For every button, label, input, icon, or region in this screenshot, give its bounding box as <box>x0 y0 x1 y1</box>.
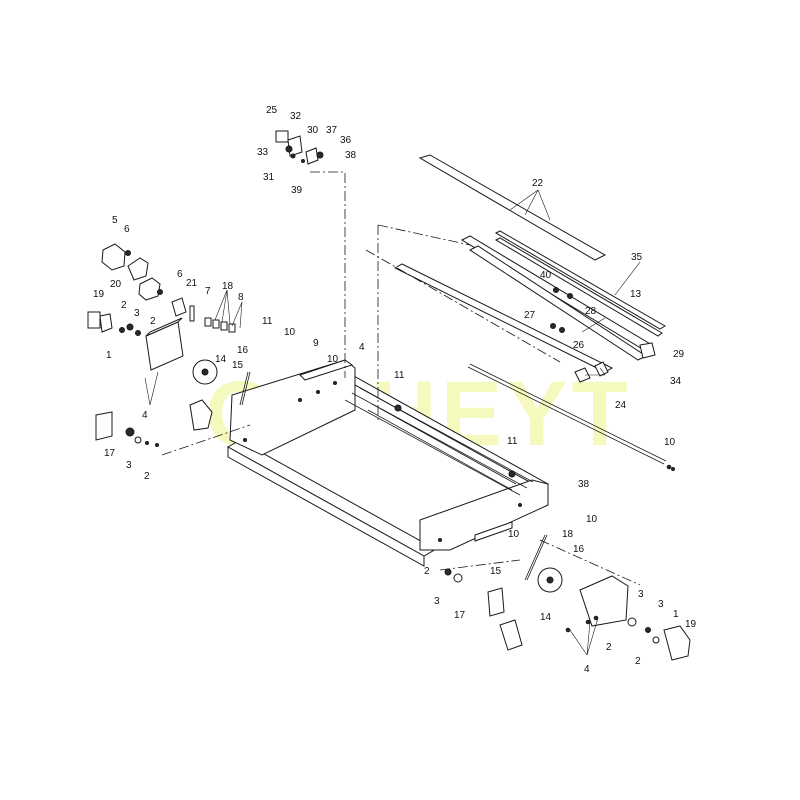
callout-16: 16 <box>237 345 249 356</box>
callout-24: 24 <box>615 400 627 411</box>
callout-2: 2 <box>635 656 641 667</box>
callout-29: 29 <box>673 349 685 360</box>
callout-30: 30 <box>307 125 319 136</box>
callout-26: 26 <box>573 340 585 351</box>
callout-35: 35 <box>631 252 643 263</box>
callout-14: 14 <box>215 354 227 365</box>
callout-16: 16 <box>573 544 585 555</box>
leader-lines <box>144 189 641 656</box>
callout-3: 3 <box>658 599 664 610</box>
callout-2: 2 <box>424 566 430 577</box>
callout-7: 7 <box>205 286 211 297</box>
callout-25: 25 <box>266 105 278 116</box>
upper-rail-assembly <box>460 230 666 361</box>
callout-10: 10 <box>586 514 598 525</box>
callout-21: 21 <box>186 278 198 289</box>
callout-2: 2 <box>121 300 127 311</box>
callout-18: 18 <box>222 281 234 292</box>
callout-38: 38 <box>345 150 357 161</box>
callout-11: 11 <box>507 436 518 447</box>
callout-8: 8 <box>238 292 244 303</box>
callout-31: 31 <box>263 172 275 183</box>
callout-1: 1 <box>673 609 679 620</box>
left-bracket-parts <box>138 277 236 333</box>
callout-32: 32 <box>290 111 302 122</box>
callout-10: 10 <box>284 327 296 338</box>
callout-19: 19 <box>93 289 105 300</box>
callout-11: 11 <box>262 316 273 327</box>
callout-27: 27 <box>524 310 536 321</box>
left-motor-19 <box>87 311 141 336</box>
callout-3: 3 <box>134 308 140 319</box>
callout-38: 38 <box>578 479 590 490</box>
callout-3: 3 <box>638 589 644 600</box>
callout-36: 36 <box>340 135 352 146</box>
callout-4: 4 <box>359 342 365 353</box>
callout-14: 14 <box>540 612 552 623</box>
callout-28: 28 <box>585 306 597 317</box>
callout-15: 15 <box>232 360 244 371</box>
callout-20: 20 <box>110 279 122 290</box>
callout-37: 37 <box>326 125 338 136</box>
callout-4: 4 <box>584 664 590 675</box>
callout-1: 1 <box>106 350 112 361</box>
callout-2: 2 <box>144 471 150 482</box>
callout-22: 22 <box>532 178 544 189</box>
callout-10: 10 <box>508 529 520 540</box>
callout-11: 11 <box>394 370 405 381</box>
callout-17: 17 <box>454 610 466 621</box>
left-end-bracket <box>95 317 251 447</box>
callout-9: 9 <box>313 338 319 349</box>
callout-2: 2 <box>606 642 612 653</box>
sensor-bracket-assembly <box>275 130 324 165</box>
callout-18: 18 <box>562 529 574 540</box>
callout-34: 34 <box>670 376 682 387</box>
callout-5: 5 <box>112 215 118 226</box>
callout-3: 3 <box>434 596 440 607</box>
left-pulley-block <box>101 243 149 281</box>
top-cover-strip <box>418 154 607 261</box>
callout-40: 40 <box>540 270 552 281</box>
callout-labels: 25 32 30 37 36 33 38 31 39 22 5 6 35 40 … <box>93 105 697 675</box>
callout-10: 10 <box>664 437 676 448</box>
main-frame <box>226 359 550 567</box>
callout-19: 19 <box>685 619 697 630</box>
callout-6: 6 <box>177 269 183 280</box>
assembly-centerlines <box>161 171 641 586</box>
callout-17: 17 <box>104 448 116 459</box>
right-end-parts <box>444 534 691 661</box>
callout-39: 39 <box>291 185 303 196</box>
roller-assembly <box>393 263 614 383</box>
callout-2: 2 <box>150 316 156 327</box>
callout-33: 33 <box>257 147 269 158</box>
callout-10: 10 <box>327 354 339 365</box>
long-shaft <box>467 363 675 471</box>
callout-4: 4 <box>142 410 148 421</box>
callout-15: 15 <box>490 566 502 577</box>
callout-3: 3 <box>126 460 132 471</box>
callout-6: 6 <box>124 224 130 235</box>
callout-13: 13 <box>630 289 642 300</box>
